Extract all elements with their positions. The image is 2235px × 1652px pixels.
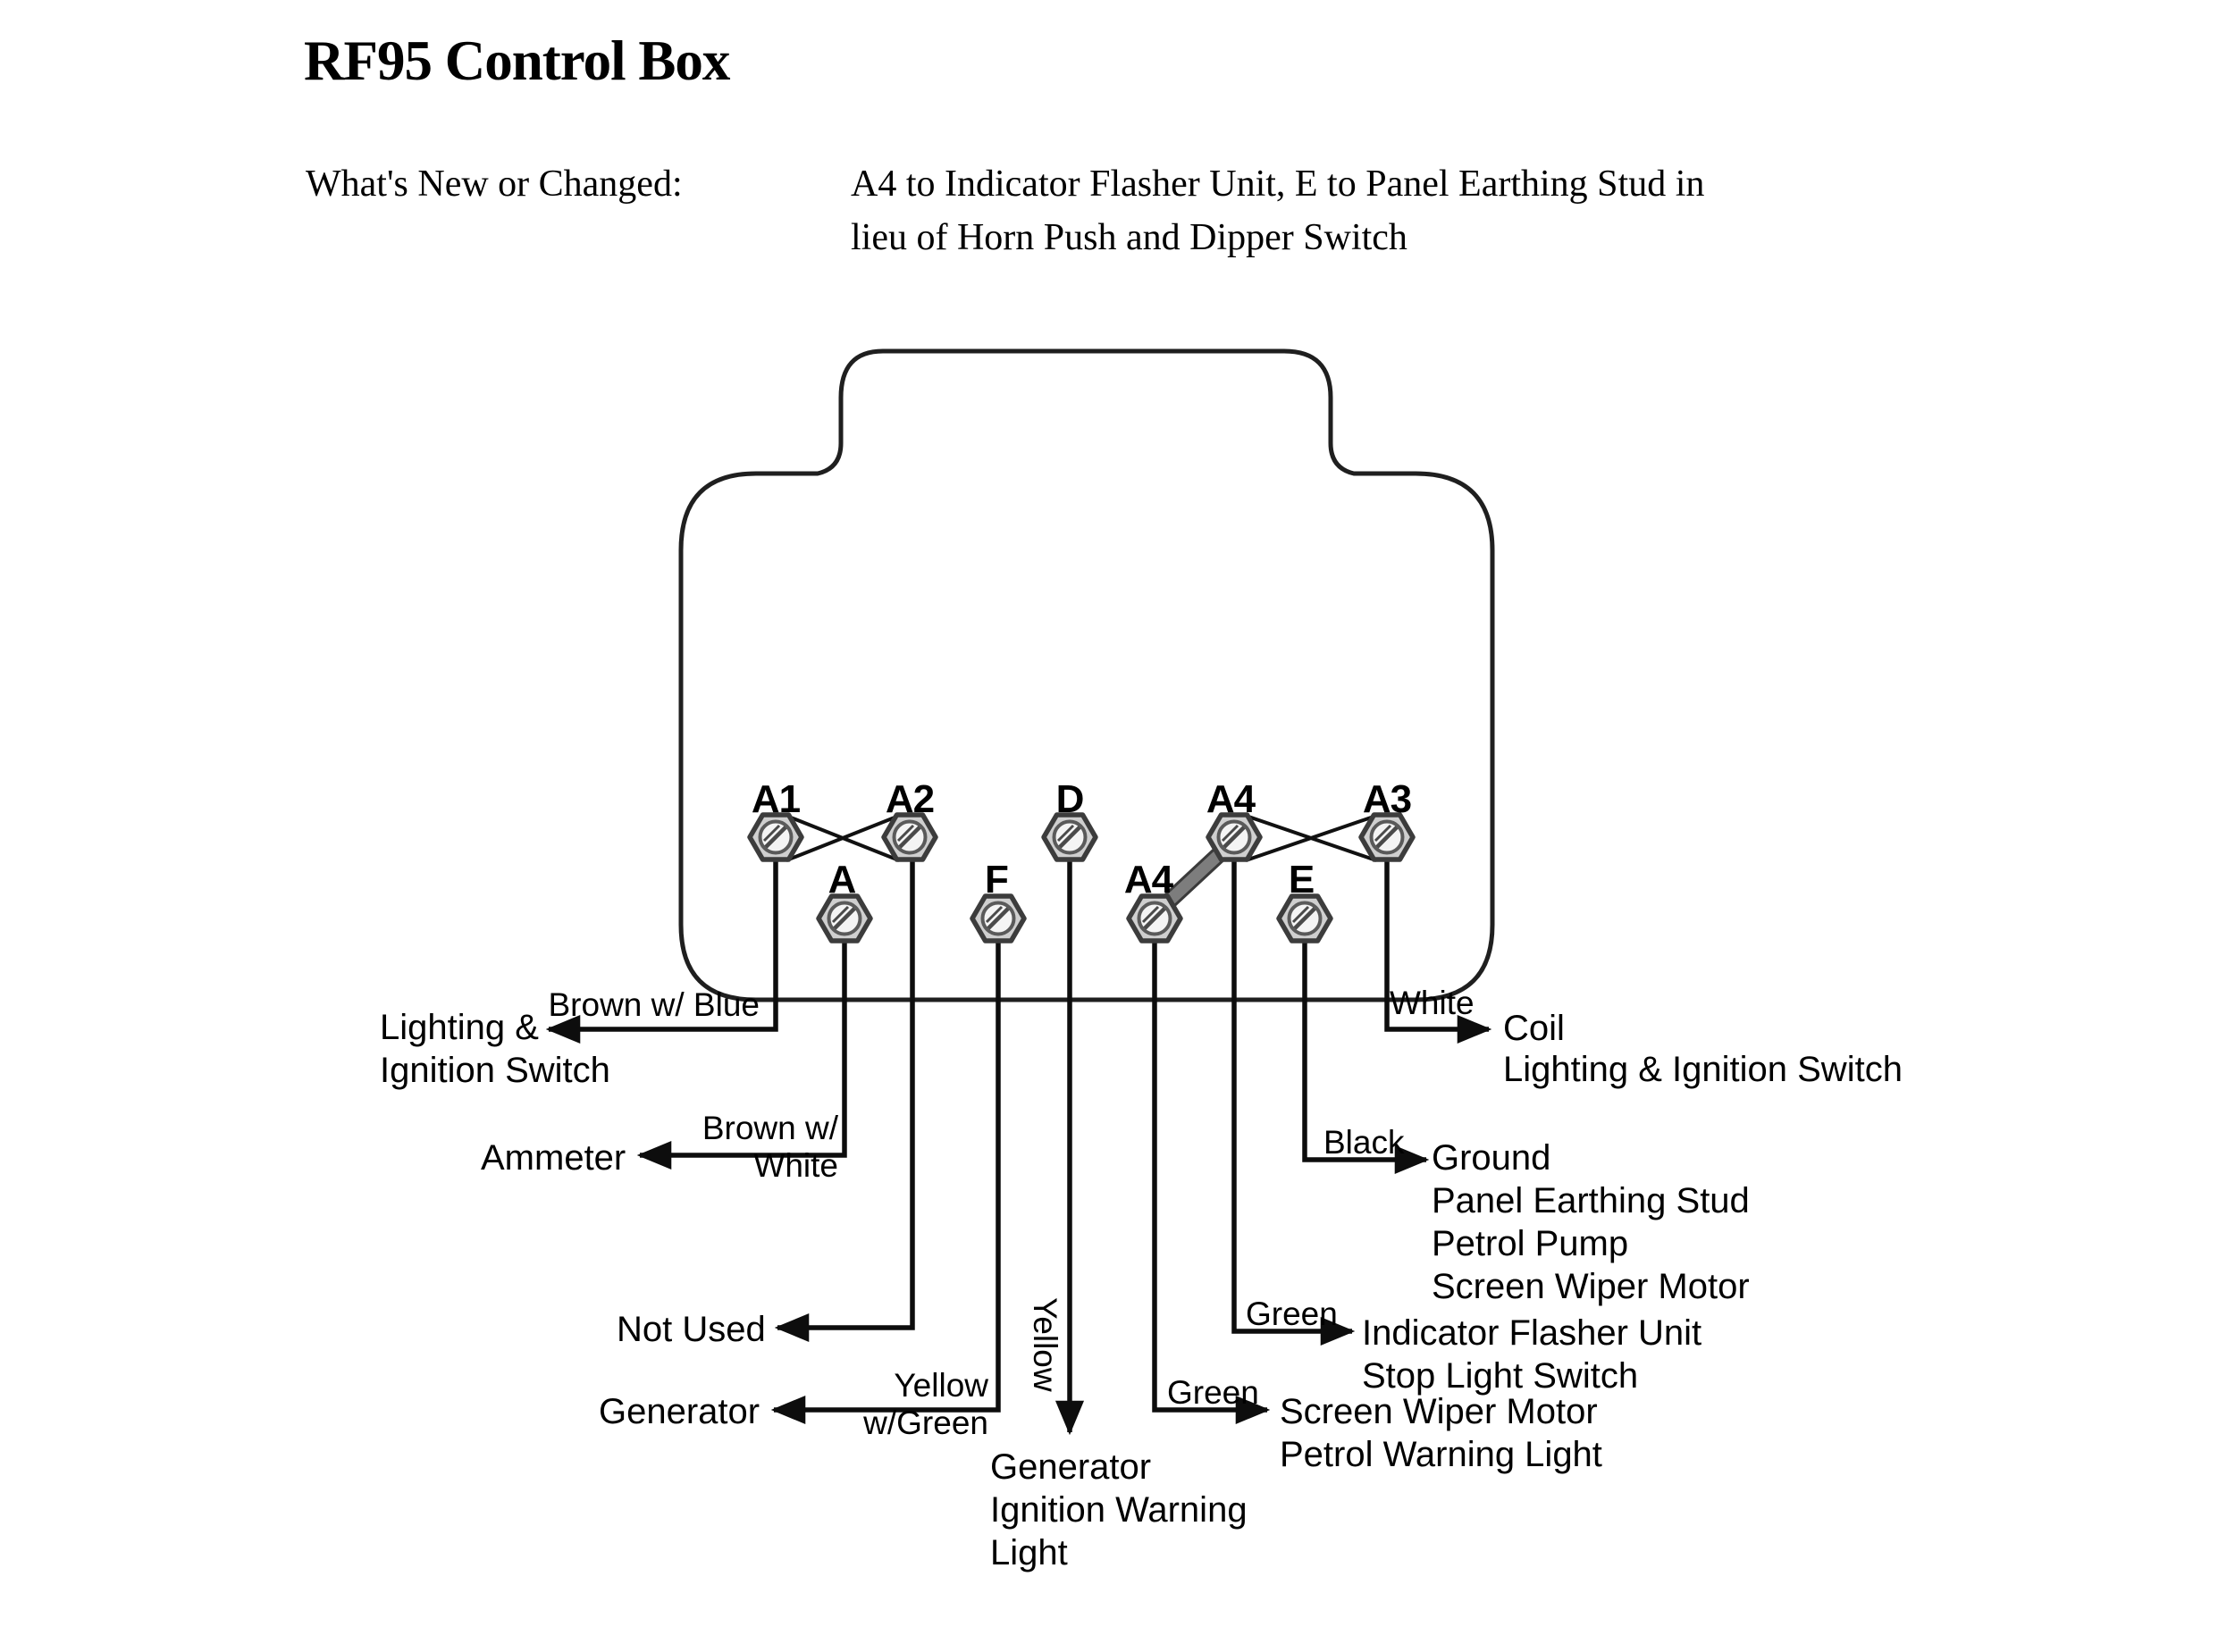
terminal-label-d: D: [1055, 777, 1085, 821]
whats-new-text: A4 to Indicator Flasher Unit, E to Panel…: [851, 164, 1705, 258]
jumper-bar-a4-a4: [1153, 839, 1235, 917]
wire-label-brown-blue: Brown w/ Blue: [548, 986, 760, 1023]
wire-a4-bottom-screen-wiper: [1152, 938, 1271, 1425]
dest-screen-wiper-motor: Screen Wiper Motor Petrol Warning Light: [1280, 1392, 1602, 1474]
dest-ammeter: Ammeter: [481, 1138, 626, 1178]
terminal-label-a4-bottom: A4: [1123, 858, 1173, 901]
dest-ground: Ground Panel Earthing Stud Petrol Pump S…: [1432, 1138, 1750, 1306]
dest-generator-ignition-warning-light: Generator Ignition Warning Light: [990, 1447, 1248, 1572]
dest-generator: Generator: [599, 1392, 760, 1431]
crossover-a4-a3: [1245, 814, 1377, 862]
terminal-label-a3: A3: [1362, 777, 1412, 821]
terminal-nut-a3: [1358, 812, 1416, 862]
wire-e-ground: [1302, 938, 1430, 1175]
wire-label-green-lower: Green: [1167, 1374, 1259, 1411]
terminal-label-a2: A2: [885, 777, 935, 821]
wire-label-brown-white: Brown w/ White: [702, 1110, 838, 1184]
terminal-label-e: E: [1288, 858, 1315, 901]
terminal-nut-a1: [747, 812, 804, 862]
dest-lighting-ignition-switch: Lighting & Ignition Switch: [380, 1008, 610, 1090]
terminal-label-a1: A1: [751, 777, 801, 821]
wire-a2-not-used: [774, 856, 915, 1343]
terminal-nut-d: [1041, 812, 1098, 862]
dest-coil: Coil Lighting & Ignition Switch: [1503, 1009, 1903, 1089]
wire-label-yellow-vertical: Yellow: [1027, 1297, 1063, 1392]
wire-label-white: White: [1390, 985, 1475, 1021]
wire-a3-coil: [1384, 856, 1492, 1044]
wire-label-black: Black: [1323, 1124, 1405, 1161]
control-box-outline: [678, 348, 1495, 1002]
terminal-nuts: [747, 812, 1416, 943]
wire-label-yellow-green: Yellow w/Green: [863, 1367, 988, 1441]
wire-label-green-upper: Green: [1246, 1296, 1338, 1332]
wire-f-generator: [770, 938, 1001, 1425]
terminal-nut-a4-bottom: [1126, 893, 1183, 943]
whats-new-label: What's New or Changed:: [306, 164, 683, 205]
crossover-a1-a2: [786, 814, 900, 862]
terminal-label-a4-top: A4: [1206, 777, 1256, 821]
wire-a-ammeter: [636, 938, 847, 1170]
terminal-nut-f: [970, 893, 1027, 943]
page-title: RF95 Control Box: [304, 29, 730, 92]
dest-not-used: Not Used: [617, 1310, 766, 1349]
wire-a4-top-indicator-flasher: [1231, 856, 1356, 1346]
wire-a1-lighting-ignition: [545, 856, 778, 1044]
terminal-nut-a: [816, 893, 873, 943]
terminal-label-f: F: [985, 858, 1009, 901]
terminal-nut-a2: [881, 812, 938, 862]
terminal-nut-a4-top: [1206, 812, 1263, 862]
terminal-nut-e: [1276, 893, 1333, 943]
terminal-label-a: A: [828, 858, 857, 901]
dest-indicator-flasher-unit: Indicator Flasher Unit Stop Light Switch: [1362, 1313, 1702, 1396]
